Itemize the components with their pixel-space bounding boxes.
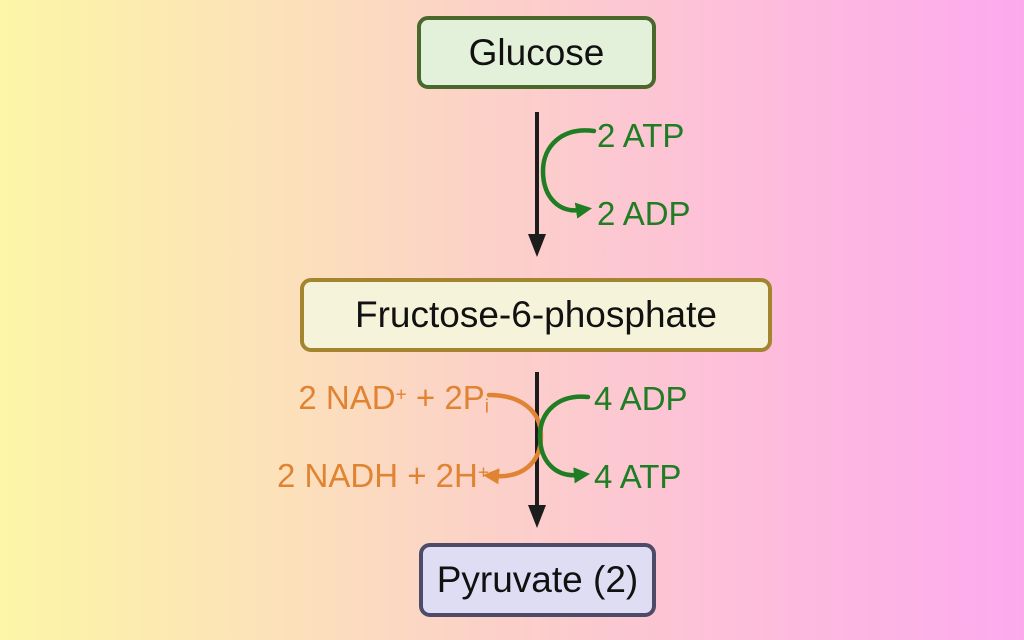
curved-arrow-atp-to-adp bbox=[540, 128, 597, 219]
node-fructose-6-phosphate: Fructose-6-phosphate bbox=[300, 278, 772, 352]
curved-arrow-adp-to-atp bbox=[537, 394, 591, 484]
node-fructose-6-phosphate-label: Fructose-6-phosphate bbox=[355, 294, 717, 335]
label-2-adp: 2 ADP bbox=[597, 195, 691, 232]
label-4-atp: 4 ATP bbox=[594, 458, 682, 495]
node-glucose-label: Glucose bbox=[468, 31, 605, 73]
node-pyruvate-label: Pyruvate (2) bbox=[436, 559, 639, 600]
label-4-adp: 4 ADP bbox=[594, 380, 688, 417]
arrowhead-glucose-to-f6p bbox=[528, 234, 546, 257]
label-2-nad-plus-2pi: 2 NAD+ + 2Pi bbox=[298, 379, 489, 418]
label-2-nadh-2h-plus: 2 NADH + 2H+ bbox=[277, 457, 489, 494]
node-pyruvate: Pyruvate (2) bbox=[419, 543, 656, 617]
arrowhead-f6p-to-pyruvate bbox=[528, 505, 546, 528]
node-glucose: Glucose bbox=[417, 16, 656, 89]
label-2-atp: 2 ATP bbox=[597, 117, 685, 154]
curved-arrow-nad-to-nadh bbox=[482, 392, 544, 485]
